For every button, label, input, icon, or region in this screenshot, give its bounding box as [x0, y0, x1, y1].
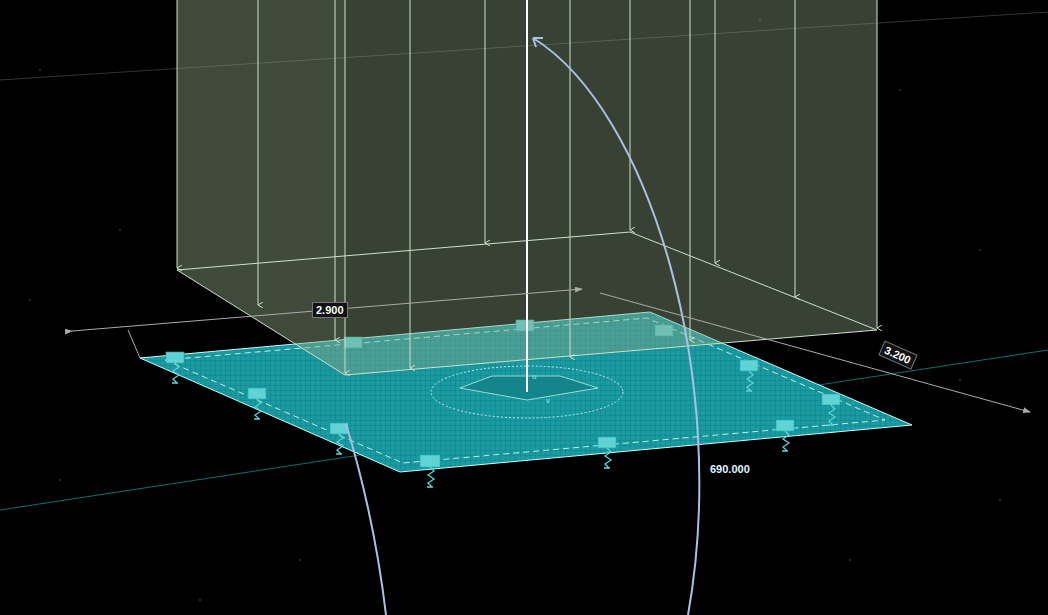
value-label: 690.000 — [710, 463, 750, 475]
dimension-label: 2.900 — [312, 302, 348, 318]
axis-label: u — [532, 372, 536, 381]
axis-label: v — [546, 396, 550, 405]
